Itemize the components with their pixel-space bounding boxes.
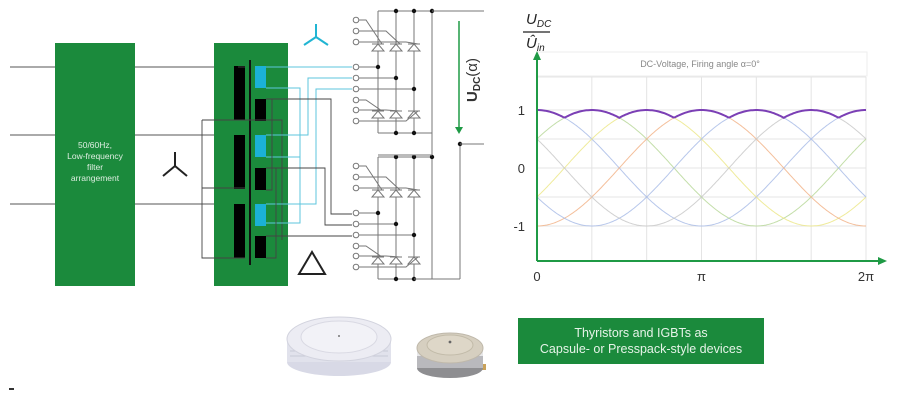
series-dc-envelope [537, 109, 866, 119]
x-tick-label: π [697, 269, 706, 284]
terminal-icon [352, 117, 360, 125]
terminal-icon [352, 16, 360, 24]
junction-dot [393, 8, 399, 14]
gate-lead [359, 255, 401, 258]
junction-dot [411, 232, 417, 238]
terminal-icon [352, 106, 360, 114]
terminal-icon [352, 63, 360, 71]
svg-text:Ûin: Ûin [526, 35, 545, 54]
dc-voltage-chart: DC-Voltage, Firing angle α=0° 1 0 -1 0 π 2π U… [513, 11, 887, 284]
terminal-icon [352, 162, 360, 170]
gate-lead [359, 187, 419, 191]
secondary-delta-wiring [266, 98, 352, 259]
x-axis-arrow-icon [878, 257, 887, 265]
thyristor-icon [370, 110, 386, 119]
y-axis-arrow-icon [533, 51, 541, 60]
transformer-core [234, 60, 266, 265]
terminal-icon [352, 38, 360, 46]
gate-lead [359, 19, 383, 45]
wye-symbol-icon [162, 152, 188, 177]
corner-marker [9, 388, 14, 390]
junction-dot [393, 130, 399, 136]
chart-grid [537, 76, 867, 261]
gate-lead [359, 109, 401, 112]
thyristor-icon [406, 43, 422, 52]
presspack-device-small-image [416, 332, 486, 378]
junction-dot [429, 154, 435, 160]
filter-block-label: 50/60Hz, Low-frequency filter arrangemen… [55, 140, 135, 184]
terminal-icon [352, 252, 360, 260]
terminal-icon [352, 231, 360, 239]
terminal-icon [352, 85, 360, 93]
x-tick-label: 2π [858, 269, 874, 284]
thyristor-icon [388, 189, 404, 198]
capsule-device-large-image [286, 316, 392, 376]
x-axis [537, 257, 887, 265]
gate-lead [359, 99, 383, 112]
junction-dot [411, 8, 417, 14]
terminal-icon [352, 184, 360, 192]
filter-block [55, 43, 135, 286]
gate-lead [359, 165, 383, 191]
terminal-icon [352, 96, 360, 104]
y-tick-label: -1 [513, 219, 525, 234]
terminal-icon [352, 173, 360, 181]
filter-label-line: Low-frequency [67, 151, 123, 161]
terminal-icon [352, 242, 360, 250]
junction-dot [411, 154, 417, 160]
terminal-icon [352, 27, 360, 35]
delta-symbol-icon [297, 250, 327, 275]
thyristor-bridges [352, 8, 463, 282]
x-tick-label: 0 [533, 269, 540, 284]
terminal-icon [352, 74, 360, 82]
thyristor-icon [388, 43, 404, 52]
junction-dot [375, 64, 381, 70]
junction-dot [393, 276, 399, 282]
filter-label-line: filter [86, 162, 104, 172]
secondary-wye-wiring [266, 66, 352, 224]
junction-dot [393, 75, 399, 81]
terminal-icon [352, 263, 360, 271]
devices-caption-line1: Thyristors and IGBTs as [574, 326, 708, 340]
junction-dot [393, 154, 399, 160]
chart-series [536, 109, 867, 227]
thyristor-icon [406, 189, 422, 198]
gate-lead [359, 245, 383, 258]
junction-dot [411, 130, 417, 136]
dc-output [432, 10, 484, 145]
filter-label-line: 50/60Hz, [77, 140, 113, 150]
thyristor-icon [370, 43, 386, 52]
gate-lead [359, 110, 419, 122]
devices-caption-box: Thyristors and IGBTs as Capsule- or Pres… [518, 318, 764, 364]
y-axis-label: UDC Ûin [523, 11, 552, 54]
thyristor-icon [388, 110, 404, 119]
thyristor-icon [370, 189, 386, 198]
wye-symbol-top-icon [303, 24, 329, 46]
junction-dot [411, 86, 417, 92]
dc-voltage-label: UDC(α) [464, 58, 483, 102]
filter-label-line: arrangement [70, 173, 120, 183]
terminal-icon [352, 209, 360, 217]
junction-dot [393, 221, 399, 227]
gate-lead [359, 30, 401, 45]
junction-dot [375, 210, 381, 216]
devices-caption-line2: Capsule- or Presspack-style devices [539, 342, 743, 356]
y-tick-label: 0 [518, 161, 525, 176]
terminal-icon [352, 220, 360, 228]
y-axis [533, 51, 541, 261]
dc-voltage-arrow-icon [455, 21, 463, 134]
gate-lead [359, 41, 419, 45]
thyristor-icon [370, 256, 386, 265]
chart-ticks: 1 0 -1 0 π 2π [513, 103, 874, 284]
chart-header-band [536, 51, 868, 77]
series-phase-5 [536, 109, 867, 227]
gate-lead [359, 176, 401, 191]
primary-wiring [201, 66, 283, 259]
svg-text:UDC: UDC [526, 11, 552, 30]
thyristor-icon [388, 256, 404, 265]
chart-title: DC-Voltage, Firing angle α=0° [640, 59, 760, 69]
gate-lead [359, 256, 419, 268]
y-tick-label: 1 [518, 103, 525, 118]
